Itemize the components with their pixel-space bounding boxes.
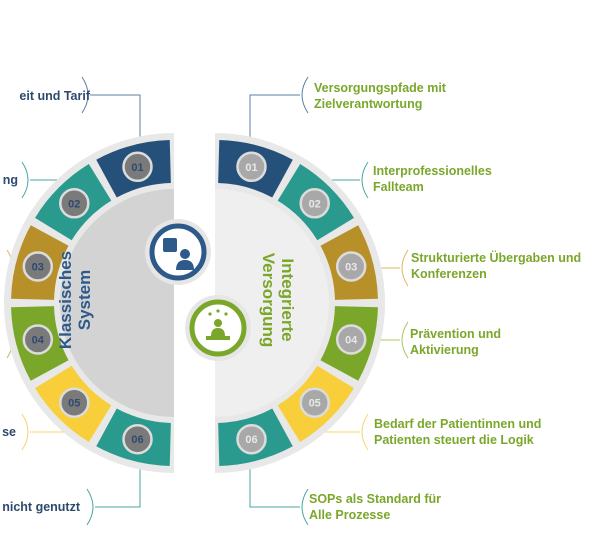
right-number-1: 01 (245, 162, 257, 174)
right-number-badge-3 (335, 251, 367, 282)
left-label-06: nicht genutzt (2, 500, 80, 514)
left-bracket-6 (86, 488, 94, 526)
integrated-care-title: Integrierte Versorgung (259, 252, 297, 348)
gear-person-icon (149, 223, 207, 281)
right-number-badge-6 (236, 423, 267, 455)
right-bracket-3 (401, 249, 409, 287)
left-bracket-2 (21, 161, 29, 199)
left-number-4: 04 (32, 334, 45, 346)
star-icon-2 (216, 309, 220, 313)
left-bracket-1 (81, 76, 89, 114)
left-number-badge-5 (59, 387, 90, 418)
person-head-icon (180, 249, 190, 259)
left-number-badge-6 (122, 423, 153, 455)
right-label-04: Prävention und Aktivierung (410, 327, 501, 357)
person-body-icon (176, 260, 194, 270)
left-leader-line-6 (95, 460, 141, 508)
right-core (215, 189, 329, 417)
left-number-5: 05 (68, 398, 80, 410)
right-bracket-4 (401, 321, 409, 359)
left-number-3: 03 (32, 262, 44, 274)
right-label-02: Interprofessionelles Fallteam (373, 164, 492, 194)
right-number-5: 05 (309, 398, 321, 410)
person-head-icon (214, 319, 222, 327)
right-label-03: Strukturierte Übergaben und Konferenzen (411, 251, 582, 281)
right-bracket-1 (301, 76, 309, 114)
left-label-02: ng (2, 173, 18, 187)
right-bracket-2 (361, 161, 369, 199)
left-core (60, 189, 174, 417)
right-label-01: Versorgungspfade mit Zielverantwortung (314, 81, 446, 111)
left-number-badge-1 (122, 151, 153, 183)
left-number-1: 01 (131, 162, 143, 174)
person-body-icon (211, 328, 225, 336)
left-number-6: 06 (131, 434, 143, 446)
left-number-badge-3 (22, 251, 54, 282)
right-number-2: 02 (309, 198, 321, 210)
left-number-2: 02 (68, 198, 80, 210)
right-number-6: 06 (245, 434, 257, 446)
left-label-05: se (2, 425, 16, 439)
left-number-badge-2 (59, 188, 90, 219)
right-number-4: 04 (345, 334, 358, 346)
right-number-badge-5 (299, 387, 330, 418)
right-number-badge-1 (236, 151, 267, 183)
gear-icon (163, 238, 177, 252)
left-label-01: eit und Tarif (19, 89, 90, 103)
left-bracket-5 (21, 413, 29, 451)
right-number-3: 03 (345, 262, 357, 274)
right-leader-line-6 (249, 460, 300, 508)
star-icon-3 (224, 312, 228, 316)
right-bracket-6 (301, 488, 309, 526)
desk-icon (206, 336, 230, 340)
right-number-badge-4 (335, 324, 367, 355)
left-number-badge-4 (22, 324, 54, 355)
right-number-badge-2 (299, 188, 330, 219)
right-label-05: Bedarf der Patientinnen und Patienten st… (374, 417, 542, 447)
right-label-06: SOPs als Standard für Alle Prozesse (309, 492, 441, 522)
classic-system-title: Klassisches System (56, 250, 94, 350)
star-icon-1 (208, 312, 212, 316)
right-bracket-5 (361, 413, 369, 451)
